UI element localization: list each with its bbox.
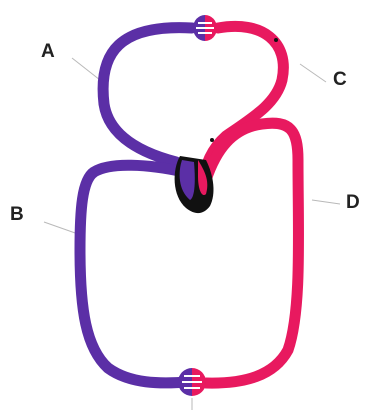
systemic-vein-vessel	[80, 165, 188, 383]
systemic-artery-vessel	[206, 123, 299, 383]
pointer-line-b	[44, 222, 78, 234]
pointer-line-d	[312, 200, 340, 204]
lung-capillary-bed	[193, 15, 217, 41]
body-capillary-bed	[178, 368, 206, 410]
vessel-dot	[274, 38, 278, 42]
label-c: C	[333, 70, 347, 89]
label-b: B	[10, 205, 24, 224]
pointer-line-c	[300, 64, 326, 82]
heart-dot	[210, 138, 214, 142]
pointer-line-a	[72, 58, 100, 80]
label-d: D	[346, 193, 360, 212]
label-a: A	[41, 42, 55, 61]
